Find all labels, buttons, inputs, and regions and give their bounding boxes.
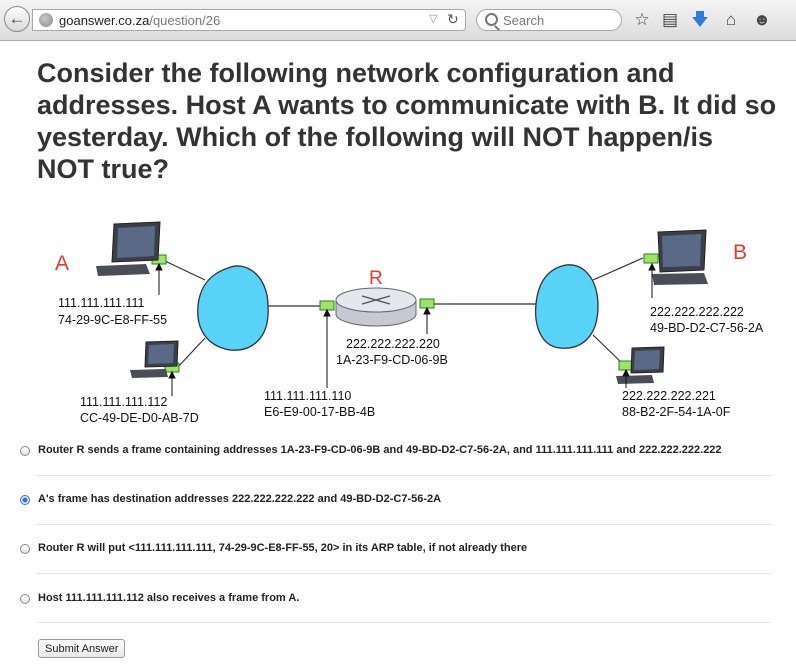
computer-icon-host-a2 (130, 340, 179, 378)
router-right-ip: 222.222.222.220 (346, 337, 440, 351)
computer-icon-host-a (96, 221, 161, 276)
answer-option-4[interactable]: Host 111.111.111.112 also receives a fra… (20, 591, 770, 611)
answer-option-text: A's frame has destination addresses 222.… (38, 493, 442, 505)
host-a2-mac: CC-49-DE-D0-AB-7D (80, 411, 199, 425)
answer-option-text: Host 111.111.111.112 also receives a fra… (38, 592, 300, 604)
interface-port-b (643, 253, 659, 264)
router-left-ip: 111.111.111.110 (264, 389, 351, 403)
url-dropdown-icon[interactable]: ▽ (429, 13, 438, 25)
browser-toolbar: ← goanswer.co.za/question/26 ▽ ↻ ☆ ▤ 🡇 ⌂… (0, 0, 796, 41)
host-b2-ip: 222.222.222.221 (622, 389, 716, 403)
separator (36, 475, 771, 476)
label-host-a: A (55, 252, 69, 275)
radio-button-1[interactable] (20, 446, 30, 456)
separator (36, 622, 771, 623)
router-right-mac: 1A-23-F9-CD-06-9B (336, 353, 448, 367)
radio-button-2-selected[interactable] (20, 495, 30, 505)
answer-option-3[interactable]: Router R will put <111.111.111.111, 74-2… (20, 541, 770, 561)
host-b-ip: 222.222.222.222 (650, 305, 744, 319)
host-b2-mac: 88-B2-2F-54-1A-0F (622, 405, 731, 419)
label-host-b: B (733, 241, 747, 264)
bookmark-star-icon[interactable]: ☆ (634, 10, 650, 29)
answer-option-2[interactable]: A's frame has destination addresses 222.… (20, 492, 770, 512)
answer-option-text: Router R sends a frame containing addres… (38, 444, 722, 456)
search-icon (485, 13, 498, 26)
url-text[interactable]: goanswer.co.za/question/26 (59, 13, 220, 28)
host-a-mac: 74-29-9C-E8-FF-55 (58, 313, 167, 327)
answer-option-1[interactable]: Router R sends a frame containing addres… (20, 443, 770, 463)
reading-list-icon[interactable]: ▤ (661, 10, 679, 29)
smiley-icon[interactable]: ☻ (753, 10, 771, 29)
url-bar[interactable]: goanswer.co.za/question/26 ▽ ↻ (32, 9, 466, 31)
back-arrow-icon[interactable]: ← (4, 6, 30, 32)
search-bar[interactable] (476, 9, 622, 31)
home-icon[interactable]: ⌂ (725, 10, 737, 29)
link-cloud-b (592, 257, 644, 281)
host-a2-ip: 111.111.111.112 (80, 395, 167, 409)
link-cloud-b2 (592, 334, 623, 364)
label-router-r: R (369, 268, 383, 289)
network-diagram: A B R 111.111.111.111 74-29-9C-E8-FF-55 … (55, 221, 764, 425)
reload-icon[interactable]: ↻ (447, 11, 459, 27)
question-title: Consider the following network configura… (37, 58, 777, 184)
computer-icon-host-b (652, 229, 708, 285)
search-input[interactable] (503, 12, 615, 28)
host-a-ip: 111.111.111.111 (58, 296, 144, 310)
network-cloud-right (534, 264, 599, 349)
separator (36, 524, 771, 525)
url-host: goanswer.co.za (59, 13, 150, 28)
submit-answer-button[interactable]: Submit Answer (38, 639, 126, 658)
router-left-mac: E6-E9-00-17-BB-4B (264, 405, 375, 419)
interface-port-router-right (419, 298, 435, 309)
radio-button-4[interactable] (20, 594, 30, 604)
globe-icon (39, 13, 53, 27)
interface-port-router-left (319, 300, 335, 311)
download-arrow-icon[interactable]: 🡇 (691, 10, 709, 29)
link-a2-cloud (176, 337, 206, 369)
address-arrows (155, 262, 656, 396)
url-path: /question/26 (149, 13, 221, 28)
network-cloud-left (197, 265, 269, 351)
separator (36, 573, 771, 574)
answer-option-text: Router R will put <111.111.111.111, 74-2… (38, 542, 528, 554)
radio-button-3[interactable] (20, 544, 30, 554)
host-b-mac: 49-BD-D2-C7-56-2A (650, 321, 764, 335)
router-icon (335, 287, 417, 327)
link-a-cloud (164, 260, 206, 281)
